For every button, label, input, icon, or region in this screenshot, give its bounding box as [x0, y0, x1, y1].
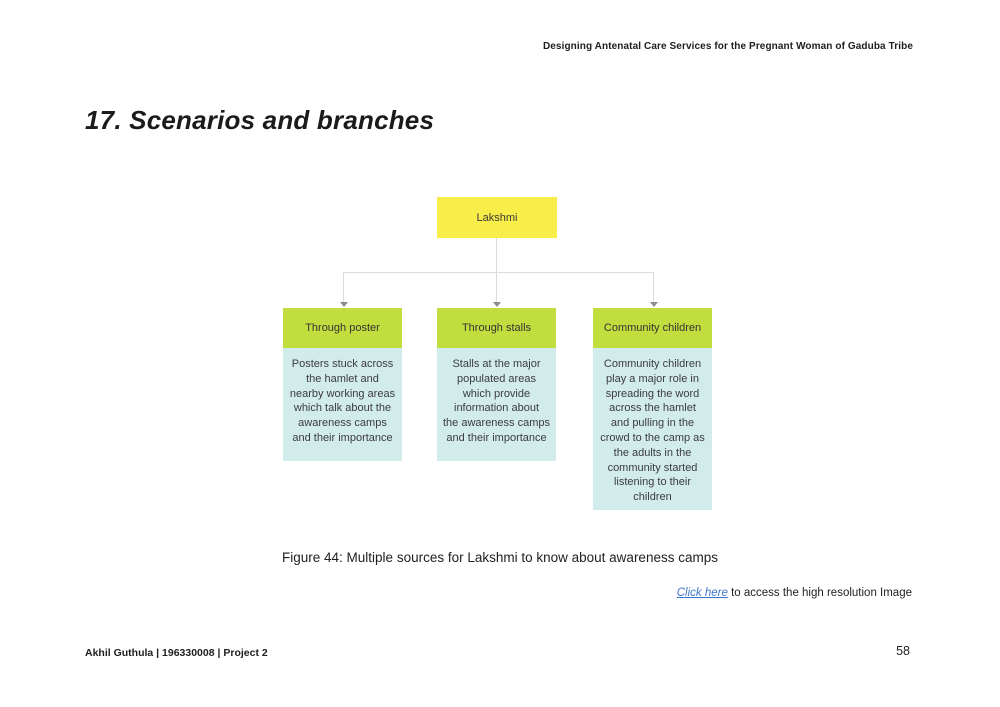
node-lakshmi: Lakshmi — [437, 197, 557, 238]
node-through-poster: Through poster Posters stuck across the … — [283, 308, 402, 461]
click-here-link[interactable]: Click here — [676, 587, 728, 599]
node-lakshmi-label: Lakshmi — [476, 211, 518, 224]
node-community-children: Community children Community children pl… — [593, 308, 712, 510]
arrowhead-icon — [340, 302, 348, 307]
page-number: 58 — [896, 644, 910, 658]
node-body: Stalls at the major populated areas whic… — [437, 348, 556, 461]
org-chart-diagram: Lakshmi Through poster Posters stuck acr… — [283, 197, 712, 510]
connector-line — [653, 272, 654, 302]
page-title: 17. Scenarios and branches — [85, 105, 435, 135]
connector-line — [343, 272, 654, 273]
figure-caption: Figure 44: Multiple sources for Lakshmi … — [282, 550, 718, 565]
node-body: Community children play a major role in … — [593, 348, 712, 510]
node-through-stalls: Through stalls Stalls at the major popul… — [437, 308, 556, 461]
connector-line — [496, 238, 497, 272]
connector-line — [496, 272, 497, 302]
node-body: Posters stuck across the hamlet and near… — [283, 348, 402, 461]
node-header: Through poster — [283, 308, 402, 348]
footer-author-info: Akhil Guthula | 196330008 | Project 2 — [85, 647, 268, 659]
high-res-line-text: to access the high resolution Image — [727, 587, 912, 599]
running-header: Designing Antenatal Care Services for th… — [542, 41, 913, 52]
node-header: Through stalls — [437, 308, 556, 348]
node-header: Community children — [593, 308, 712, 348]
arrowhead-icon — [650, 302, 658, 307]
connector-line — [343, 272, 344, 302]
arrowhead-icon — [493, 302, 501, 307]
high-res-line: Click here to access the high resolution… — [677, 587, 912, 599]
